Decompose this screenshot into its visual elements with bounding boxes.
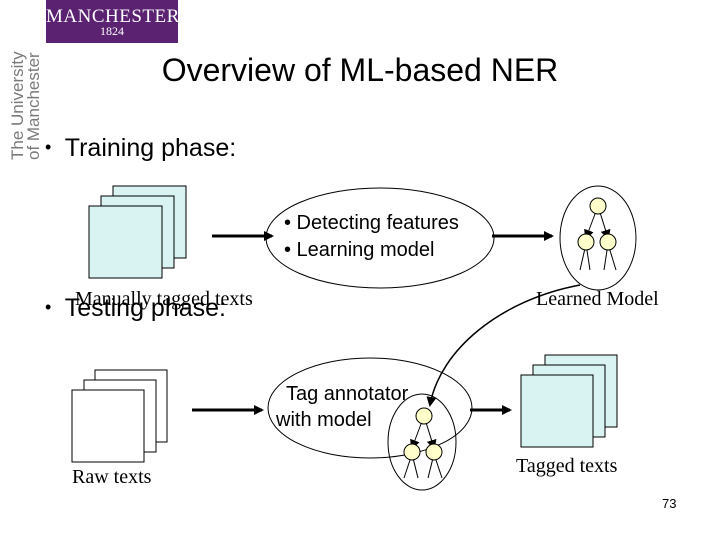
with-model-label: with model	[276, 409, 372, 431]
feature-learning-ellipse	[265, 187, 495, 289]
manually-tagged-texts-label: Manually tagged texts	[75, 288, 253, 310]
raw-document-stack	[71, 369, 168, 463]
bullet-marker: •	[45, 297, 52, 317]
testing-phase-bullet: • Testing phase:	[45, 294, 226, 323]
university-logo: MANCHESTER 1824	[46, 0, 180, 43]
testing-phase-label: Testing phase:	[64, 294, 226, 322]
tag-annotator-label: Tag annotator	[286, 383, 409, 405]
model-transfer-curve	[426, 284, 581, 407]
page-number: 73	[662, 496, 677, 511]
learned-model-ellipse	[559, 185, 637, 291]
tagged-document-stack	[520, 354, 618, 448]
manually-tagged-document-stack	[88, 185, 187, 279]
learning-model-label: • Learning model	[284, 239, 435, 261]
training-phase-label: Training phase:	[64, 134, 237, 162]
slide-title: Overview of ML-based NER	[161, 52, 559, 88]
training-phase-bullet: • Training phase:	[45, 134, 236, 163]
bullet-marker: •	[45, 137, 52, 157]
logo-wordmark: MANCHESTER	[46, 6, 180, 27]
tag-annotator-ellipse	[267, 357, 473, 459]
annotator-model-ellipse	[387, 393, 457, 491]
logo-year: 1824	[100, 24, 124, 38]
raw-texts-label: Raw texts	[72, 466, 152, 488]
annotator-model-tree	[403, 407, 443, 479]
detecting-features-label: • Detecting features	[284, 212, 459, 234]
learned-model-tree	[577, 197, 617, 271]
tagged-texts-label: Tagged texts	[516, 455, 618, 477]
learned-model-label: Learned Model	[536, 288, 659, 310]
